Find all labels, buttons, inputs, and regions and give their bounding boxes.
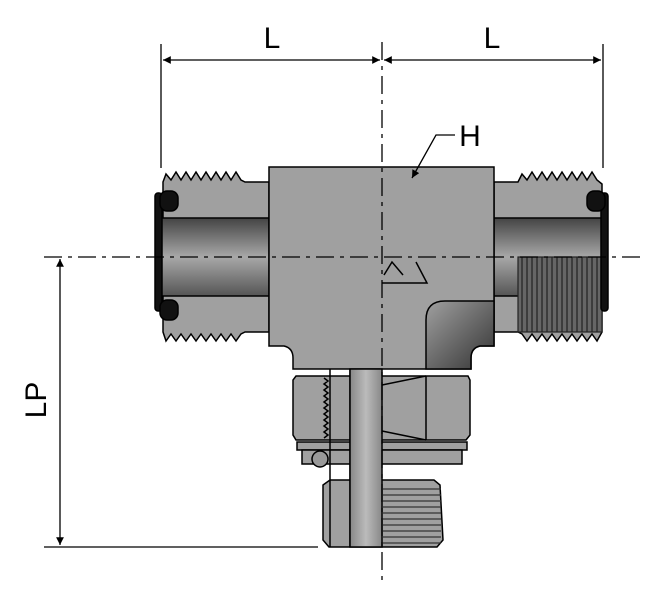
dimension-label-right-l: L <box>484 22 501 55</box>
tee-body <box>268 166 495 370</box>
dimension-label-lp: LP <box>20 382 53 419</box>
external-thread <box>383 488 441 544</box>
internal-thread <box>517 256 603 333</box>
dimension-lines <box>44 44 604 548</box>
center-lines <box>44 42 640 580</box>
dimension-label-h: H <box>459 120 481 153</box>
dimension-label-left-l: L <box>264 22 281 55</box>
